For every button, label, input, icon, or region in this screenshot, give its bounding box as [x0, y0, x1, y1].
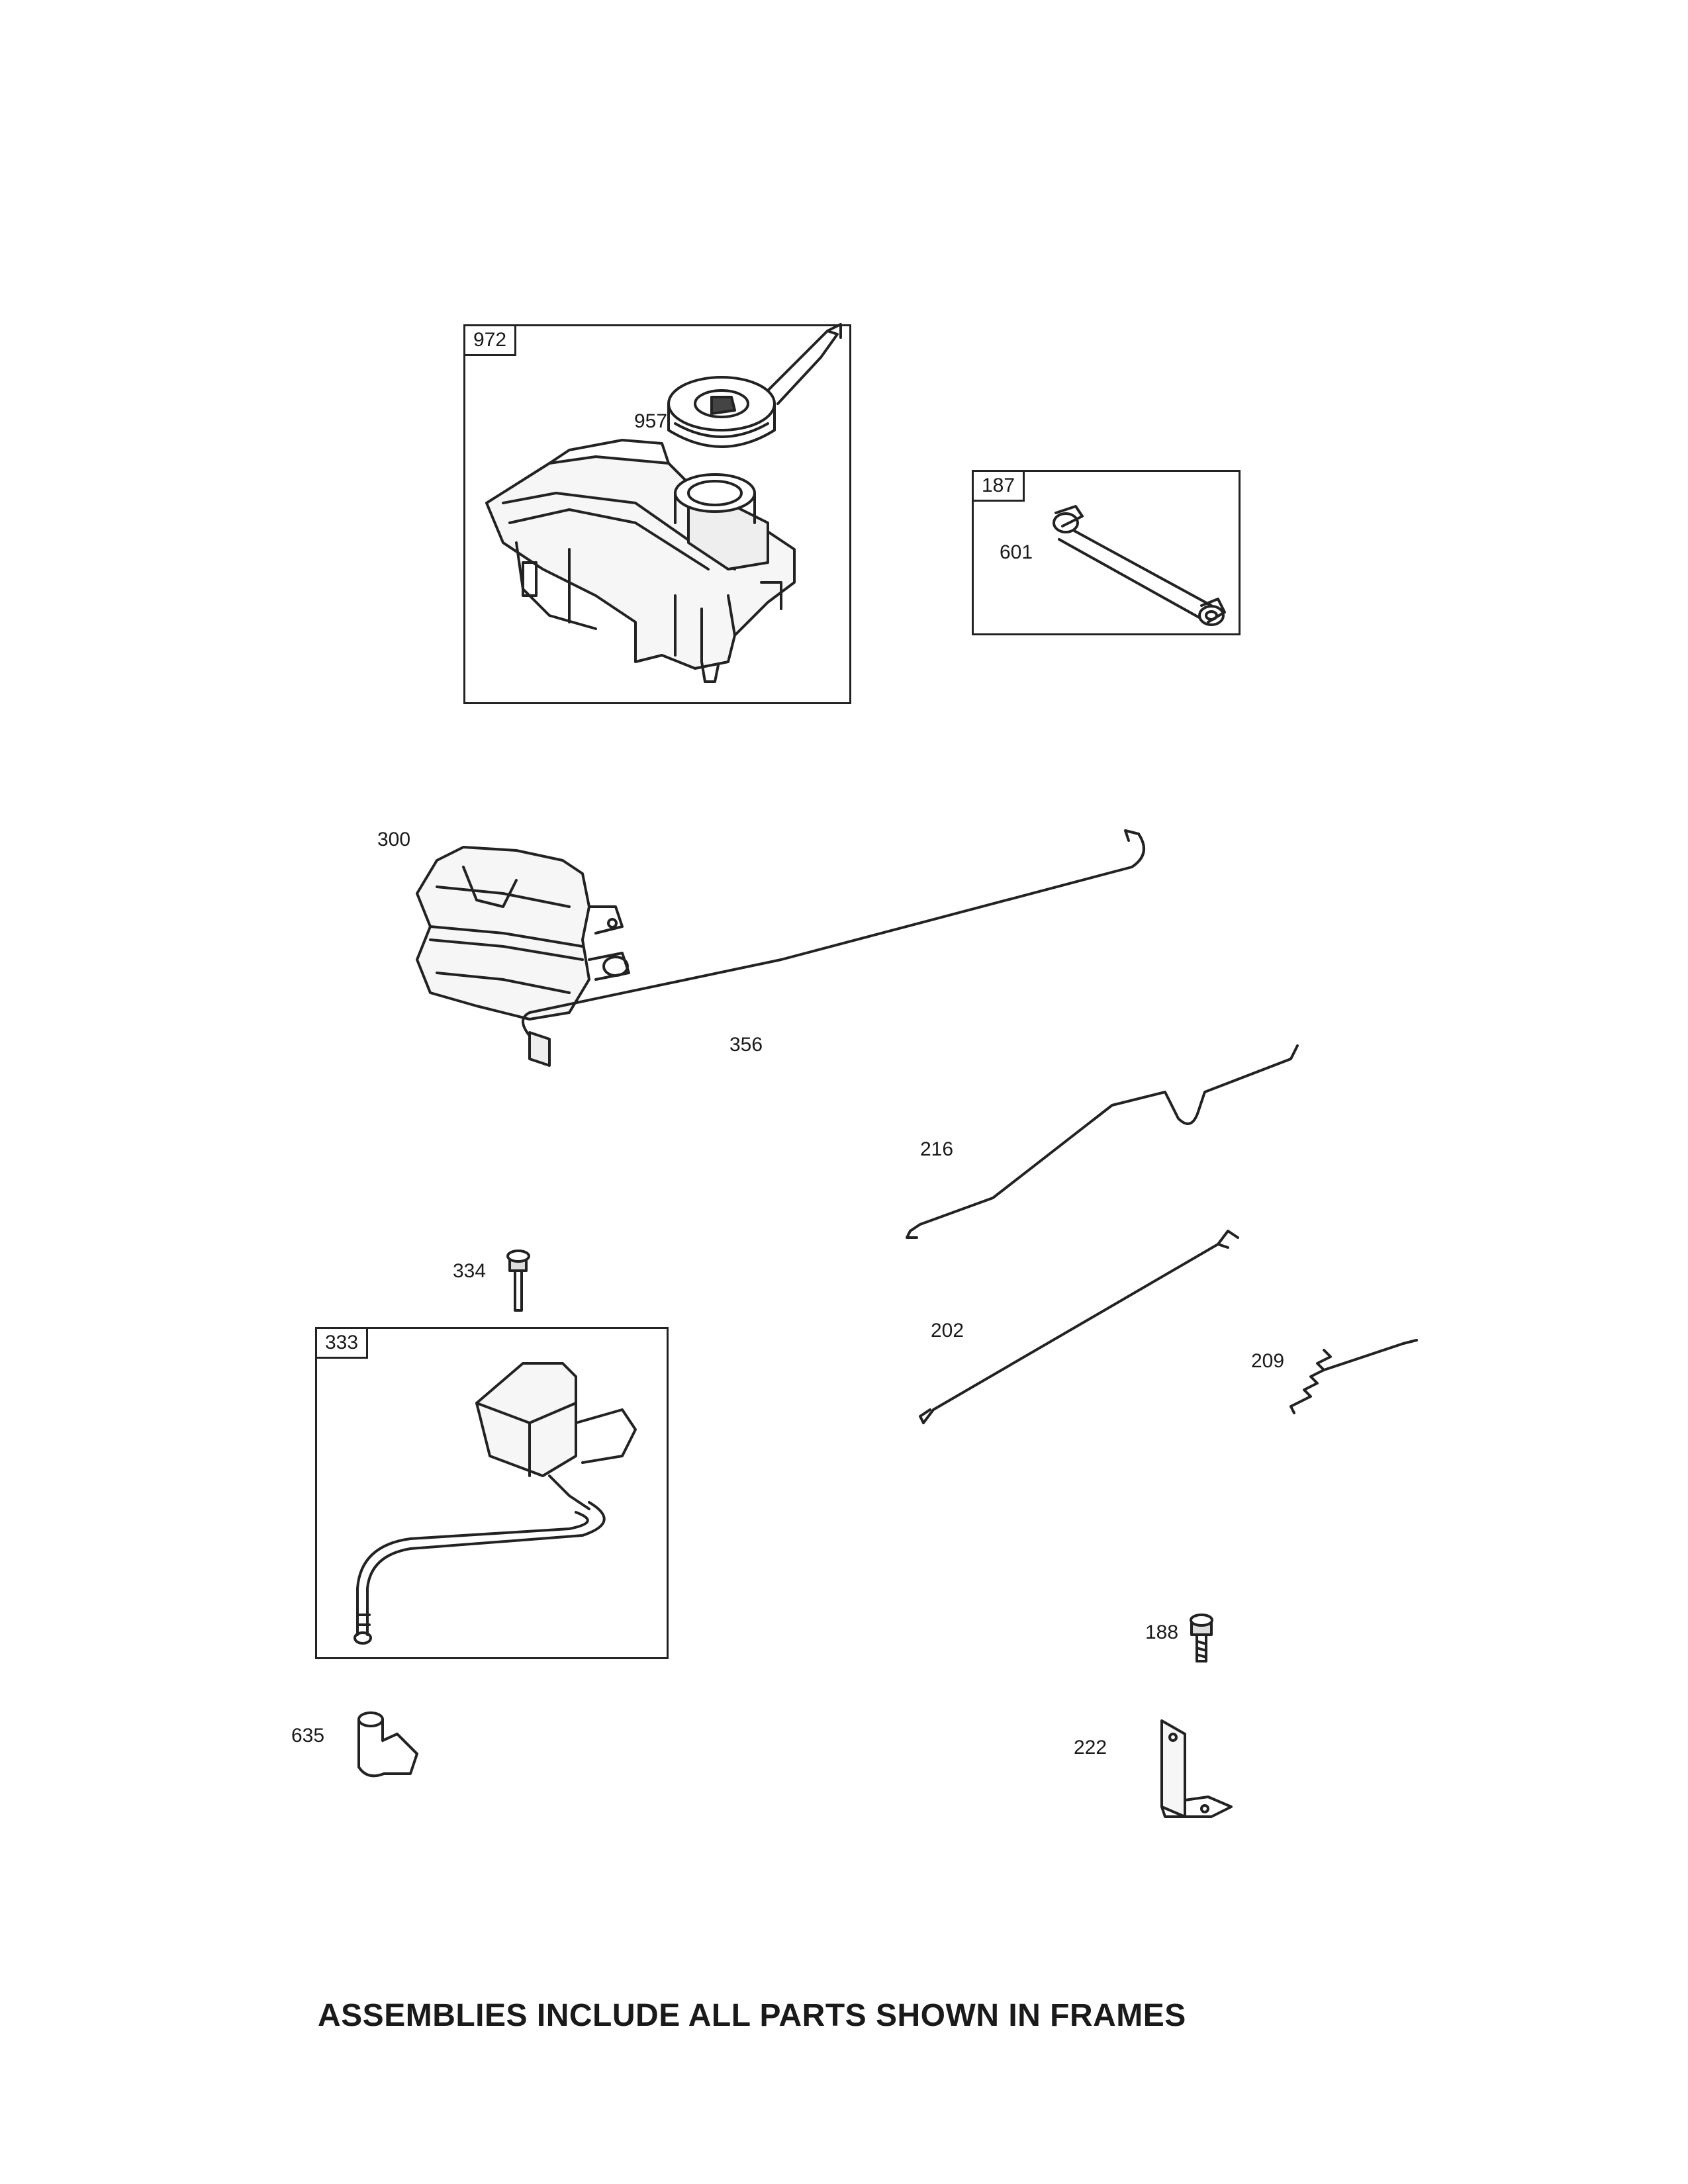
frame-label-972: 972: [463, 324, 517, 356]
part-label-957: 957: [634, 410, 668, 432]
part-label-202: 202: [931, 1320, 964, 1342]
governor-spring-drawing: [1289, 1339, 1418, 1414]
part-label-222: 222: [1074, 1737, 1107, 1758]
part-label-188: 188: [1145, 1621, 1179, 1643]
spark-plug-boot-drawing: [357, 1711, 418, 1778]
fuel-cap-drawing: [667, 323, 842, 448]
part-label-635: 635: [291, 1725, 325, 1747]
part-label-601: 601: [1000, 541, 1033, 563]
fuel-line-drawing: [1053, 505, 1226, 626]
fuel-tank-drawing: [485, 439, 796, 683]
muffler-drawing: [416, 846, 630, 1021]
part-label-300: 300: [377, 829, 411, 850]
frame-fuel-tank-assembly: 972: [463, 324, 851, 704]
part-label-209: 209: [1251, 1350, 1285, 1372]
throttle-link-drawing: [919, 1230, 1239, 1424]
coil-screw-drawing: [506, 1250, 530, 1312]
frame-label-333: 333: [315, 1327, 369, 1359]
frame-fuel-line-assembly: 187: [972, 470, 1241, 635]
ignition-coil-drawing: [353, 1362, 637, 1645]
governor-link-drawing: [906, 1044, 1299, 1239]
part-label-334: 334: [453, 1260, 487, 1282]
ground-wire-drawing: [522, 829, 1145, 1067]
frame-label-187: 187: [972, 470, 1025, 502]
part-label-356: 356: [729, 1034, 763, 1056]
part-label-216: 216: [920, 1138, 954, 1160]
frame-ignition-coil-assembly: 333: [315, 1327, 669, 1659]
bracket-screw-drawing: [1190, 1614, 1213, 1662]
assembly-note: ASSEMBLIES INCLUDE ALL PARTS SHOWN IN FR…: [318, 1998, 1186, 2033]
bracket-drawing: [1160, 1719, 1233, 1818]
